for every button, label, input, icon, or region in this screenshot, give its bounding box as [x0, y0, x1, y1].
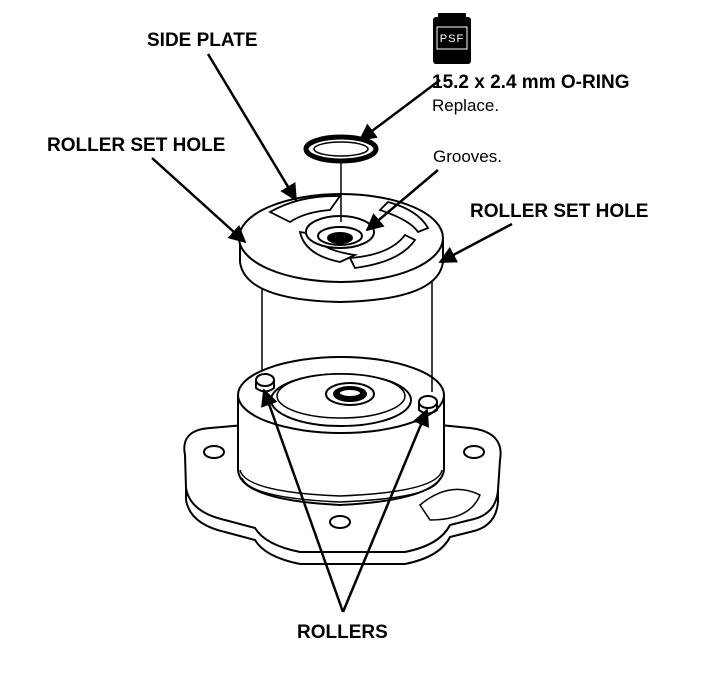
side-plate — [238, 193, 444, 304]
leader-rollers-right — [341, 408, 430, 613]
label-roller-set-hole-left: ROLLER SET HOLE — [47, 135, 226, 156]
leader-side-plate — [206, 53, 298, 202]
leader-rollers-left — [261, 388, 345, 613]
label-side-plate: SIDE PLATE — [147, 30, 258, 51]
label-roller-set-hole-right: ROLLER SET HOLE — [470, 201, 649, 222]
alignment-guides — [261, 282, 433, 392]
label-o-ring-note: Replace. — [432, 96, 500, 115]
label-o-ring-spec: 15.2 x 2.4 mm O-RING — [432, 72, 630, 93]
leader-o-ring — [358, 79, 441, 142]
psf-fluid-can-icon: PSF — [432, 13, 472, 65]
label-rollers: ROLLERS — [297, 622, 388, 643]
leader-lines — [151, 53, 513, 613]
flange-bolt-holes — [203, 445, 485, 529]
psf-icon-text: PSF — [439, 33, 465, 45]
leader-roller-set-hole-right — [438, 222, 513, 264]
housing-body — [237, 356, 445, 507]
o-ring — [303, 134, 379, 164]
label-grooves: Grooves. — [433, 147, 502, 166]
leader-grooves — [365, 169, 439, 232]
leader-roller-set-hole-left — [151, 157, 247, 244]
